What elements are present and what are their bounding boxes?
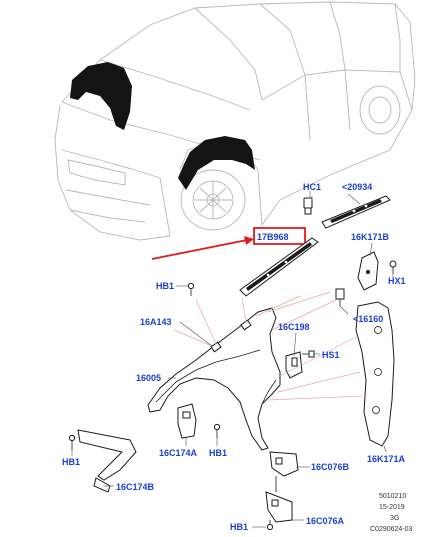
assembly-guide-lines [173, 291, 363, 401]
reference-line-1: 5010210 [379, 493, 406, 500]
callout-hb1-mid[interactable]: HB1 [209, 448, 227, 458]
bracket-16c198-part[interactable] [285, 351, 303, 379]
bolt-hb1-mid-part[interactable] [213, 423, 221, 438]
reference-block: 5010210 15-2019 3G C0290624-03 [370, 493, 413, 533]
fender-16005-part[interactable] [147, 307, 281, 451]
callout-labels: HC1 <20934 17B968 16K171B HB1 HX1 16A143… [62, 182, 406, 532]
clip-hc1-part[interactable] [303, 196, 313, 215]
bracket-16c174a-part[interactable] [177, 403, 197, 439]
callout-16c076b[interactable]: 16C076B [311, 462, 350, 472]
reference-line-2: 15-2019 [379, 504, 405, 511]
callout-16c076a[interactable]: 16C076A [306, 516, 345, 526]
vehicle-highlighted-panels [70, 62, 255, 190]
callout-16k171a[interactable]: 16K171A [367, 454, 406, 464]
callout-16c174b[interactable]: 16C174B [116, 482, 155, 492]
bolt-hb1-top-part[interactable] [187, 282, 195, 296]
callout-hb1-bottom[interactable]: HB1 [230, 522, 248, 532]
callout-hs1[interactable]: HS1 [322, 350, 340, 360]
reference-line-4: C0290624-03 [370, 526, 413, 533]
highlight-arrow [151, 236, 254, 260]
callout-16c174a[interactable]: 16C174A [159, 448, 198, 458]
fender-upper-brackets [210, 319, 252, 353]
callout-hc1[interactable]: HC1 [303, 182, 321, 192]
callout-17b968[interactable]: 17B968 [257, 232, 289, 242]
vehicle-outline [54, 1, 416, 241]
bracket-16c174b-part[interactable] [77, 429, 137, 493]
bracket-16c076a-part[interactable] [265, 476, 293, 523]
callout-20934[interactable]: <20934 [342, 182, 372, 192]
callout-16160[interactable]: <16160 [353, 314, 383, 324]
screw-hs1-part[interactable] [302, 350, 315, 358]
callout-hb1-left[interactable]: HB1 [62, 457, 80, 467]
callout-16a143[interactable]: 16A143 [140, 317, 172, 327]
callout-hx1[interactable]: HX1 [388, 276, 406, 286]
callout-hb1-top[interactable]: HB1 [156, 281, 174, 291]
callout-16c198[interactable]: 16C198 [278, 322, 310, 332]
highlight-box [253, 227, 306, 245]
leader-lines [71, 191, 394, 528]
clip-hx1-part[interactable] [389, 260, 397, 274]
callout-16005[interactable]: 16005 [136, 373, 161, 383]
seal-strip-20934-part[interactable] [321, 195, 391, 229]
reference-line-3: 3G [390, 515, 399, 522]
panel-16k171a-part[interactable] [355, 301, 395, 447]
clip-16160-part[interactable] [335, 288, 345, 306]
bolt-hb1-bottom-part[interactable] [266, 520, 274, 531]
bracket-16k171b-part[interactable] [357, 251, 379, 291]
bracket-16c076b-part[interactable] [269, 451, 299, 477]
callout-16k171b[interactable]: 16K171B [351, 232, 390, 242]
trim-strip-17b968-part[interactable] [239, 237, 319, 297]
bolt-hb1-left-part[interactable] [68, 434, 76, 450]
